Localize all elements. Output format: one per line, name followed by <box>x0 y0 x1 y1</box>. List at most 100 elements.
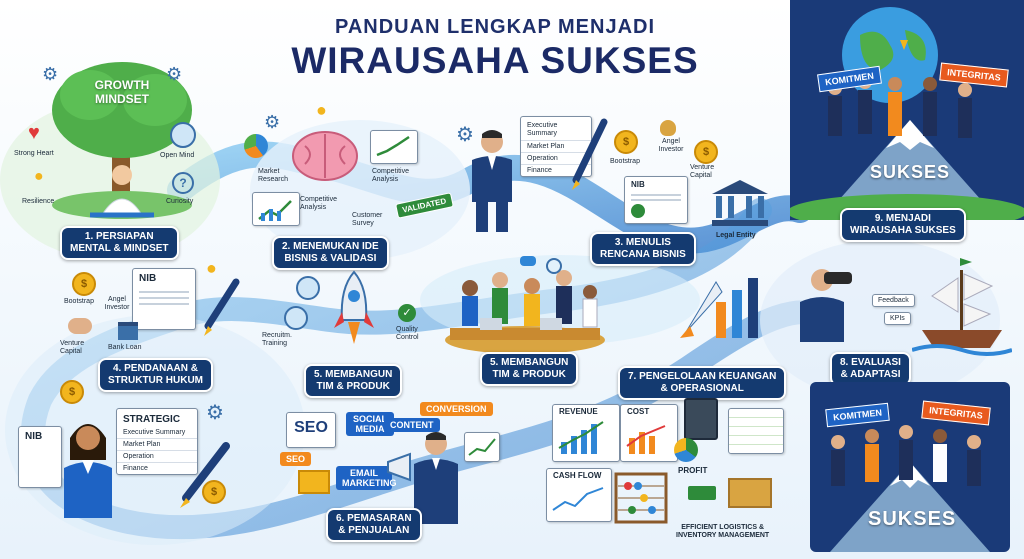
seo-card: SEO <box>286 412 336 448</box>
nib-document: NIB <box>624 176 688 224</box>
handshake-icon <box>68 318 92 334</box>
bottom-summit-illustration <box>810 382 1010 552</box>
businessman-figure <box>472 130 512 232</box>
step-6-caption: 6. PEMASARAN & PENJUALAN <box>326 508 422 542</box>
funding-angel-investor: Angel Investor <box>104 296 130 311</box>
lightbulb-icon: ● <box>316 100 327 120</box>
trait-resilience: Resilience <box>22 198 55 205</box>
step-5a-caption: 5. MEMBANGUN TIM & PRODUK <box>304 364 403 398</box>
tag-content: CONTENT <box>384 418 440 432</box>
logistics-label: EFFICIENT LOGISTICS & INVENTORY MANAGEME… <box>676 524 770 539</box>
bag-icon <box>660 120 676 136</box>
step-9-caption: 9. MENJADI WIRAUSAHA SUKSES <box>840 208 966 242</box>
megaphone-man-figure <box>387 432 458 524</box>
funding-bootstrap: Bootstrap <box>610 158 640 165</box>
cost-chart-card: COST <box>620 404 678 462</box>
envelope-icon <box>298 470 330 494</box>
step-1-caption: 1. PERSIAPAN MENTAL & MINDSET <box>60 226 179 260</box>
funding-bank-loan: Bank Loan <box>108 344 142 351</box>
gear-icon: ⚙ <box>206 402 224 424</box>
binocular-man-figure <box>800 269 852 342</box>
step-2-caption: 2. MENEMUKAN IDE BISNIS & VALIDASI <box>272 236 389 270</box>
growth-chart-card <box>464 432 500 462</box>
growth-chart-card <box>252 192 300 226</box>
rocket-icon <box>334 270 374 344</box>
strategic-document: STRATEGIC Executive Summary Market Plan … <box>116 408 198 475</box>
search-icon <box>546 258 562 274</box>
trait-curiosity: Curiosity <box>166 198 194 205</box>
lightbulb-icon: ● <box>34 168 44 185</box>
tag-email-marketing: EMAIL MARKETING <box>336 466 397 490</box>
step-8-caption: 8. EVALUASI & ADAPTASI <box>830 352 911 386</box>
recruit-icon <box>284 306 308 330</box>
funding-bootstrap: Bootstrap <box>64 298 94 305</box>
businesswoman-figure <box>64 424 112 518</box>
abacus-icon <box>614 472 668 524</box>
revenue-chart-card: REVENUE <box>552 404 620 462</box>
coin-icon: $ <box>60 380 84 404</box>
team-meeting-illustration <box>445 270 605 354</box>
step-4-caption: 4. PENDANAAN & STRUKTUR HUKUM <box>98 358 213 392</box>
funding-venture-capital: Venture Capital <box>60 340 85 355</box>
truck-icon <box>688 486 716 500</box>
coin-icon: $ <box>72 272 96 296</box>
step-5b-caption: 5. MEMBANGUN TIM & PRODUK <box>480 352 579 386</box>
page-title: WIRAUSAHA SUKSES <box>291 40 699 81</box>
lightbulb-icon: ● <box>206 258 217 278</box>
coin-icon: $ <box>694 140 718 164</box>
coin-icon: $ <box>202 480 226 504</box>
mind-head-icon <box>170 122 196 148</box>
pie-chart-icon <box>244 134 268 158</box>
pen-icon <box>204 278 240 336</box>
kpis-card: KPIs <box>884 312 911 325</box>
step-3-caption: 3. MENULIS RENCANA BISNIS <box>590 232 696 266</box>
bottom-sukses-text: SUKSES <box>868 508 957 530</box>
pen-icon <box>572 118 608 190</box>
nib-document: NIB <box>132 268 196 330</box>
step-7-caption: 7. PENGELOLAAN KEUANGAN & OPERASIONAL <box>618 366 787 400</box>
label-competitive-analysis-1: Competitive Analysis <box>372 168 409 183</box>
nib-document: NIB <box>18 426 62 488</box>
ship-icon <box>912 258 1012 356</box>
legal-entity-label: Legal Entity <box>716 232 756 239</box>
label-recruitment-training: Recruitm. Training <box>262 332 292 347</box>
team-icon <box>296 276 320 300</box>
coin-icon: $ <box>614 130 638 154</box>
funding-angel-investor: Angel Investor <box>658 138 684 153</box>
trait-open-mind: Open Mind <box>160 152 195 159</box>
growth-mindset-label: GROWTH MINDSET <box>94 78 150 106</box>
trait-strong-heart: Strong Heart <box>14 150 54 157</box>
tag-conversion: CONVERSION <box>420 402 493 416</box>
calculator-icon <box>684 398 718 440</box>
feedback-card: Feedback <box>872 294 915 307</box>
growth-tree-illustration <box>52 62 192 219</box>
spreadsheet-icon <box>728 408 784 454</box>
label-customer-survey: Customer Survey <box>352 212 383 227</box>
question-icon: ? <box>172 172 194 194</box>
gear-icon: ⚙ <box>166 64 183 84</box>
pen-icon <box>180 442 230 508</box>
heart-icon: ♥ <box>28 122 40 144</box>
brain-icon <box>292 131 358 181</box>
profit-label: PROFIT <box>678 466 708 475</box>
bank-icon <box>118 322 138 340</box>
label-market-research: Market Research <box>258 168 288 183</box>
summit-sukses-text: SUKSES <box>870 162 951 182</box>
gear-icon: ⚙ <box>264 112 281 132</box>
quality-check-icon: ✓ <box>398 304 416 322</box>
funding-venture-capital: Venture Capital <box>690 164 715 179</box>
label-quality-control: Quality Control <box>396 326 419 341</box>
success-summit-illustration <box>790 0 1024 220</box>
pie-chart-icon <box>674 438 698 462</box>
cash-flow-card: CASH FLOW <box>546 468 612 522</box>
competitive-chart-card <box>370 130 418 164</box>
boxes-icon <box>728 478 772 508</box>
growth-rocket-icon <box>680 278 758 338</box>
gear-icon: ⚙ <box>456 124 474 146</box>
chat-bubble-icon <box>520 256 536 266</box>
label-competitive-analysis-2: Competitive Analysis <box>300 196 337 211</box>
gear-icon: ⚙ <box>42 64 59 84</box>
tag-seo-small: SEO <box>280 452 312 466</box>
bank-building-icon <box>712 180 768 226</box>
